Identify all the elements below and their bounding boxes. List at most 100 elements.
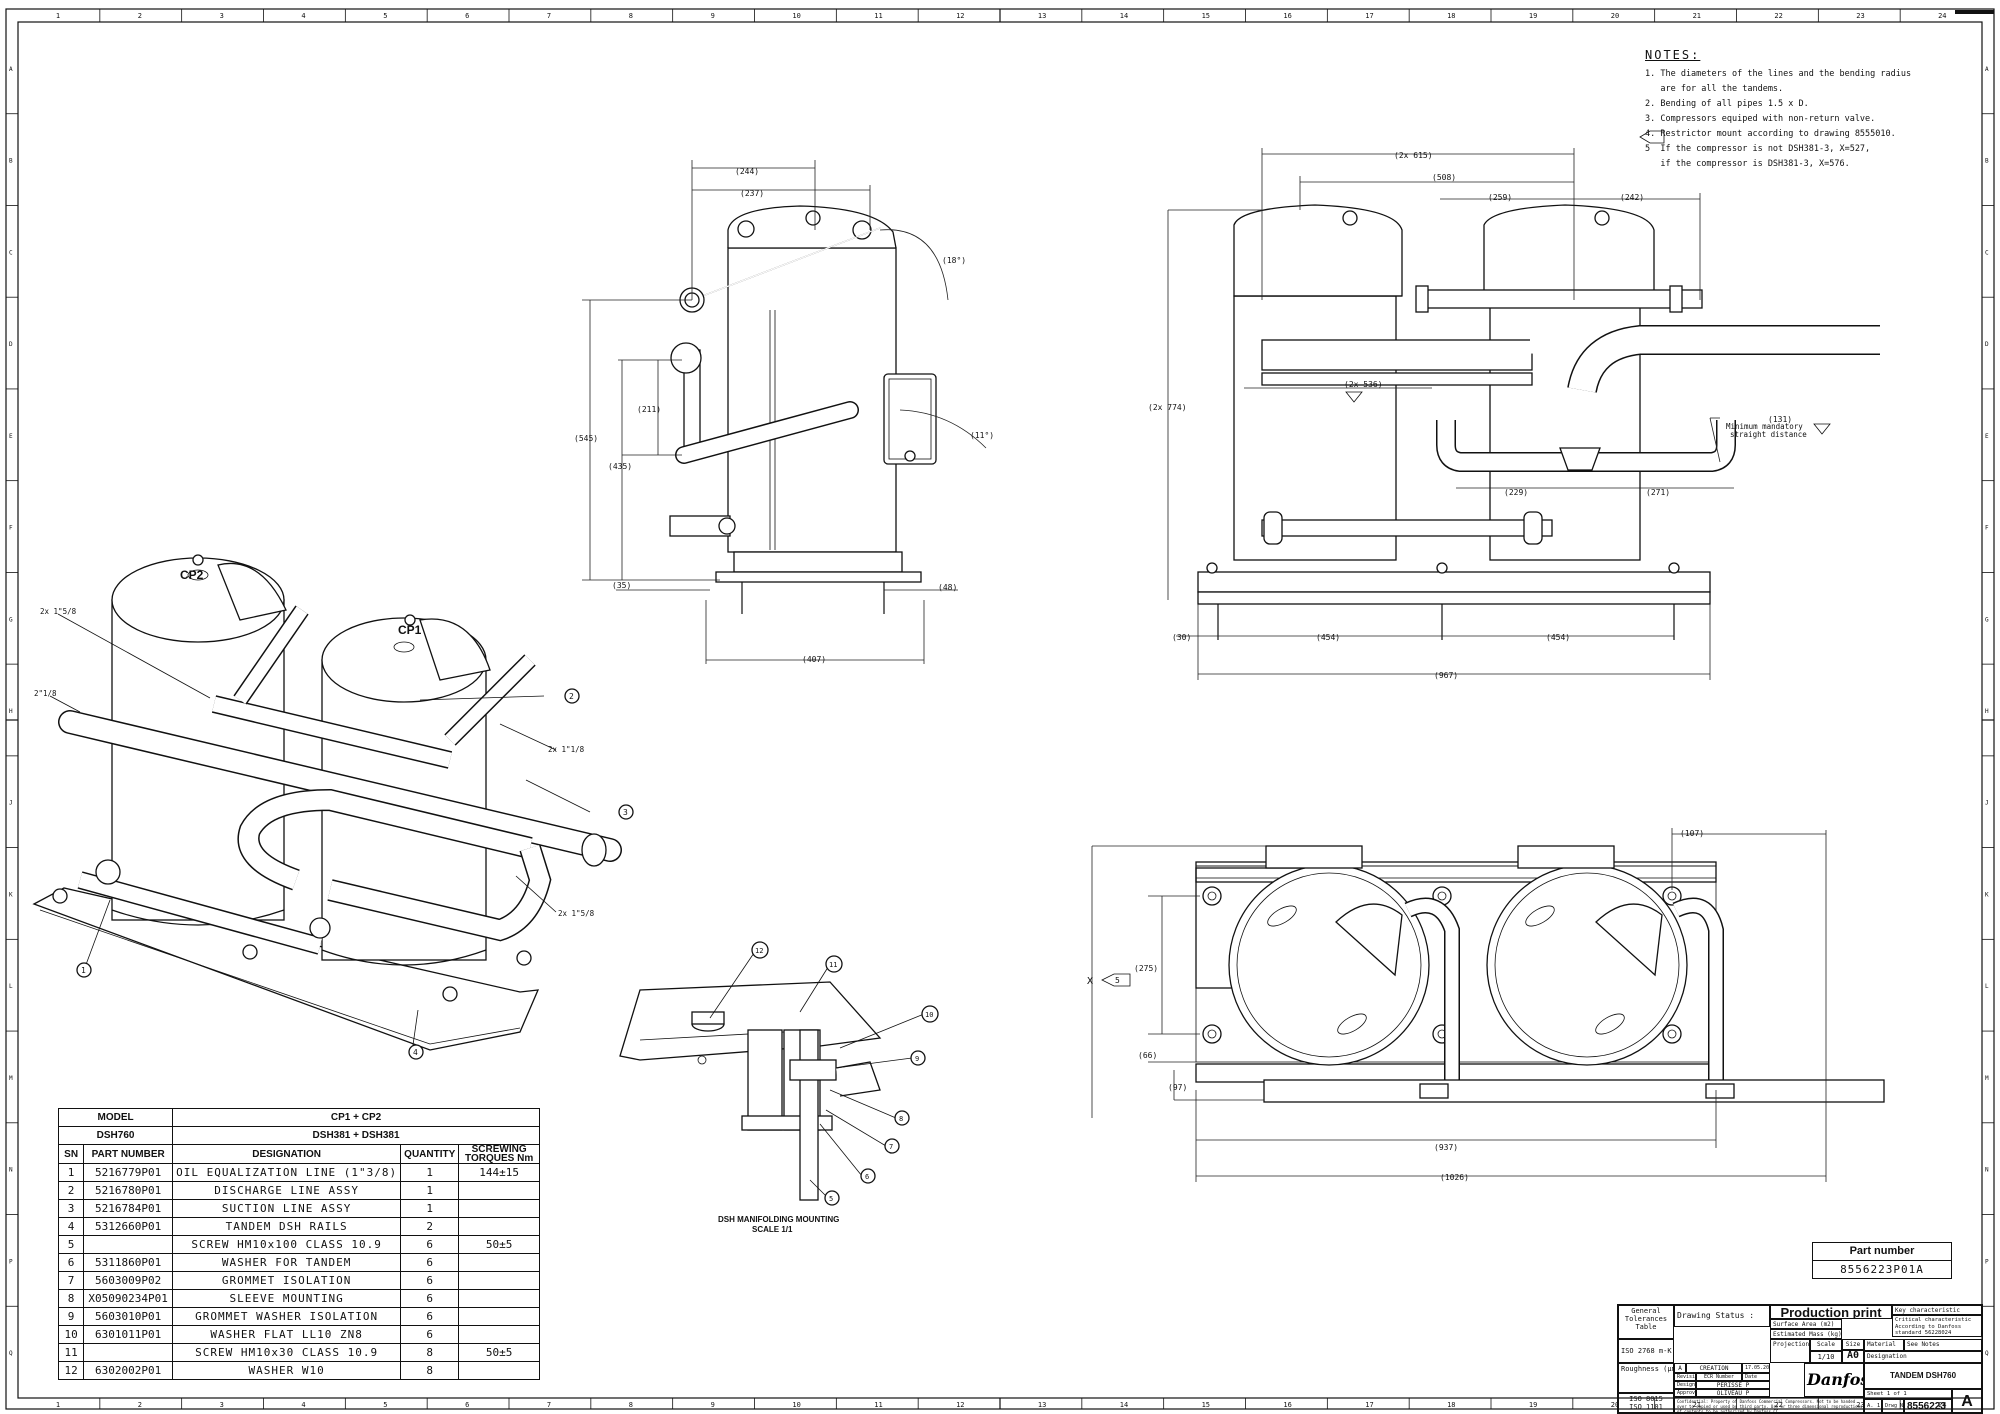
frame-column-label: 13 — [1038, 1401, 1046, 1409]
frame-column-label: 21 — [1693, 12, 1701, 20]
frame-row-label: K — [1985, 891, 1989, 898]
pipe-size-label: 2"1/8 — [34, 689, 57, 698]
dim-label: (48) — [938, 583, 957, 592]
frame-column-label: 15 — [1202, 12, 1210, 20]
frame-row-label: L — [1985, 983, 1989, 990]
bom-designation: SCREW HM10x30 CLASS 10.9 — [172, 1343, 402, 1362]
bom-part-number: 5603009P02 — [83, 1271, 174, 1290]
frame-column-label: 9 — [711, 12, 715, 20]
balloon-number: 10 — [925, 1011, 933, 1019]
frame-column-label: 4 — [301, 12, 305, 20]
frame-column-label: 17 — [1365, 12, 1373, 20]
material-value: See Notes — [1904, 1339, 1982, 1351]
dim-label: (2x 774) — [1148, 403, 1187, 412]
bom-part-number: X05090234P01 — [83, 1289, 174, 1308]
top-view — [1091, 828, 1885, 1182]
bom-sn: 5 — [57, 1235, 85, 1254]
frame-row-label: G — [9, 616, 13, 623]
bom-torque: 144±15 — [458, 1163, 540, 1182]
bom-quantity: 6 — [400, 1253, 460, 1272]
frame-column-label: 10 — [792, 1401, 800, 1409]
bill-of-materials: MODEL CP1 + CP2 DSH760 DSH381 + DSH381 S… — [57, 1108, 540, 1380]
frame-column-label: 16 — [1283, 12, 1291, 20]
dim-label: (237) — [740, 189, 764, 198]
roughness: Roughness (µm) — [1618, 1363, 1674, 1393]
frame-column-label: 2 — [138, 12, 142, 20]
frame-column-label: 5 — [383, 1401, 387, 1409]
top-view-dims: (107) (275) (66) (97) (937) (1026) X 5 — [1087, 829, 1704, 1182]
bom-quantity: 8 — [400, 1343, 460, 1362]
dim-label: (1026) — [1440, 1173, 1469, 1182]
frame-column-label: 1 — [56, 1401, 60, 1409]
ecr-label: ECR Number — [1696, 1373, 1742, 1381]
frame-row-label: D — [9, 341, 13, 348]
frame-column-label: 6 — [465, 12, 469, 20]
designed-label: Designed — [1674, 1381, 1696, 1389]
dim-label: (66) — [1138, 1051, 1157, 1060]
mounting-detail — [619, 941, 939, 1206]
min-straight-label-1: Minimum mandatory — [1726, 422, 1803, 431]
dim-label: (242) — [1620, 193, 1644, 202]
bom-designation: WASHER FOR TANDEM — [172, 1253, 402, 1272]
frame-column-label: 18 — [1447, 12, 1455, 20]
approved-label: Approved — [1674, 1389, 1696, 1397]
frame-column-label: 5 — [383, 12, 387, 20]
balloon-number: 4 — [413, 1048, 418, 1057]
date-label: Date — [1742, 1373, 1770, 1381]
frame-column-label: 11 — [874, 12, 882, 20]
dim-label: (454) — [1316, 633, 1340, 642]
iso-view — [32, 554, 634, 1060]
bom-torque: 50±5 — [458, 1343, 540, 1362]
dim-label: (18°) — [942, 256, 966, 265]
frame-row-label: M — [1985, 1075, 1989, 1082]
frame-row-label: E — [9, 433, 13, 440]
frame-column-label: 16 — [1283, 1401, 1291, 1409]
bom-col-part: PART NUMBER — [83, 1144, 174, 1164]
bom-quantity: 6 — [400, 1271, 460, 1290]
frame-row-label: J — [9, 800, 13, 807]
critical-characteristic: Critical characteristic According to Dan… — [1892, 1315, 1982, 1337]
balloon-number: 8 — [899, 1115, 903, 1123]
frame-column-label: 24 — [1938, 12, 1946, 20]
balloon-number: 11 — [829, 961, 837, 969]
cp1-label: CP1 — [398, 623, 422, 637]
min-straight-label-2: straight distance — [1730, 430, 1807, 439]
bom-col-quantity: QUANTITY — [400, 1144, 460, 1164]
danfoss-logo: Danfoss — [1804, 1363, 1864, 1397]
frame-row-label: H — [1985, 708, 1989, 715]
bom-designation: SLEEVE MOUNTING — [172, 1289, 402, 1308]
bom-part-number: 6301011P01 — [83, 1325, 174, 1344]
bom-quantity: 6 — [400, 1235, 460, 1254]
frame-row-label: B — [9, 158, 13, 165]
scale-label: Scale — [1810, 1339, 1842, 1351]
notes-heading: NOTES: — [1645, 48, 1701, 62]
bom-part-number: 5603010P01 — [83, 1307, 174, 1326]
frame-row-label: A — [1985, 66, 1989, 73]
frame-column-label: 19 — [1529, 1401, 1537, 1409]
frame-row-label: C — [1985, 249, 1989, 256]
frame-column-label: 12 — [956, 1401, 964, 1409]
bom-part-number — [83, 1343, 174, 1362]
bom-torque — [458, 1217, 540, 1236]
bom-quantity: 8 — [400, 1361, 460, 1380]
frame-row-label: D — [1985, 341, 1989, 348]
material-label: Material — [1864, 1339, 1904, 1351]
frame-column-label: 7 — [547, 12, 551, 20]
dim-label: (244) — [735, 167, 759, 176]
key-characteristic: Key characteristic — [1892, 1305, 1982, 1315]
mounting-detail-labels: 12 11 10 9 8 7 6 5 DSH MANIFOLDING MOUNT… — [718, 947, 933, 1234]
dim-label: (211) — [637, 405, 661, 414]
designed-by: PERISSE P — [1696, 1381, 1770, 1389]
frame-row-label: P — [9, 1258, 13, 1265]
dim-label: (275) — [1134, 964, 1158, 973]
iso-view-labels: CP2 CP1 2x 1"5/8 2"1/8 2x 1"1/8 2x 1"5/8… — [34, 568, 628, 1057]
dim-label: (30) — [1172, 633, 1191, 642]
bom-designation: DISCHARGE LINE ASSY — [172, 1181, 402, 1200]
